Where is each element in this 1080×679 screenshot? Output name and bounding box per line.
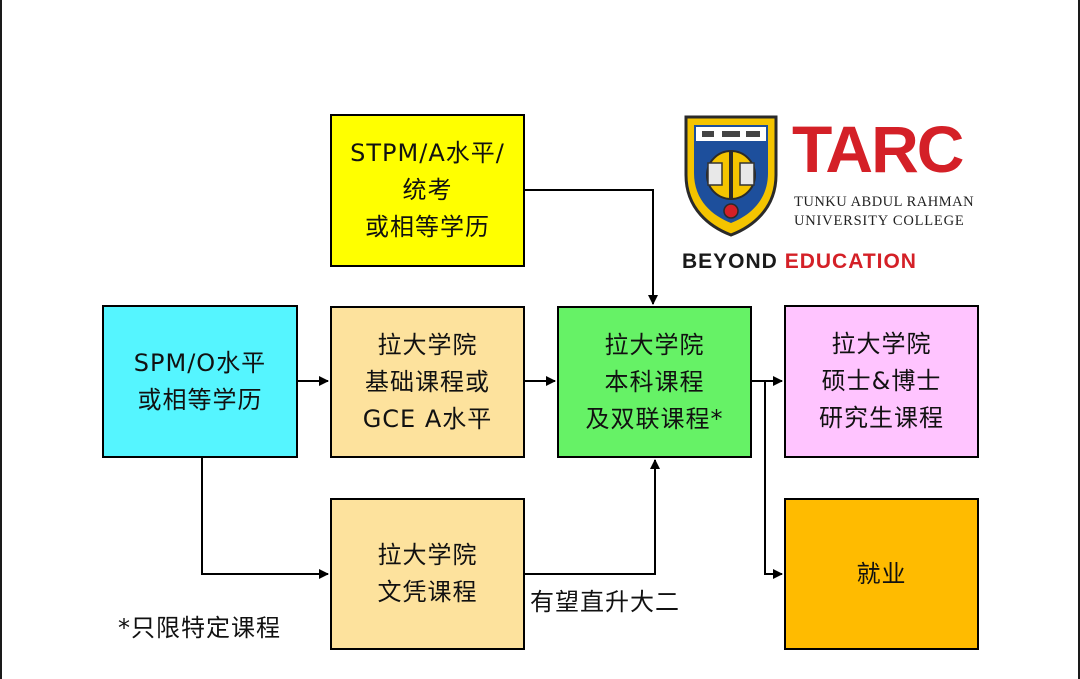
employment-box: 就业 xyxy=(784,498,979,650)
spm-line-1: SPM/O水平 xyxy=(133,348,267,377)
foundation-line-2: 基础课程或 xyxy=(365,367,490,396)
diploma-box: 拉大学院 文凭课程 xyxy=(330,498,525,650)
restricted-footnote: *只限特定课程 xyxy=(118,614,281,642)
stpm-line-3: 或相等学历 xyxy=(365,213,490,241)
direct-year2-note: 有望直升大二 xyxy=(530,588,680,616)
arrow-spm-to-diploma xyxy=(201,458,329,579)
tarc-wordmark: TARC xyxy=(792,112,964,186)
spm-box: SPM/O水平 或相等学历 xyxy=(102,305,298,458)
stpm-box: STPM/A水平/ 统考 或相等学历 xyxy=(330,114,525,267)
right-border xyxy=(1078,0,1080,679)
tarc-logo: TARC TUNKU ABDUL RAHMAN UNIVERSITY COLLE… xyxy=(682,112,982,275)
postgrad-box: 拉大学院 硕士&博士 研究生课程 xyxy=(784,305,979,458)
arrow-degree-to-employment xyxy=(764,381,783,579)
university-name-line-1: TUNKU ABDUL RAHMAN xyxy=(794,194,975,210)
degree-line-2: 本科课程 xyxy=(604,367,705,396)
degree-box: 拉大学院 本科课程 及双联课程* xyxy=(557,306,752,458)
tagline-education: EDUCATION xyxy=(784,250,917,273)
arrow-stpm-to-degree xyxy=(525,189,658,305)
employment-label: 就业 xyxy=(856,559,907,588)
arrow-diploma-to-degree xyxy=(525,459,660,575)
university-name-line-2: UNIVERSITY COLLEGE xyxy=(794,213,965,229)
foundation-line-3: GCE A水平 xyxy=(362,404,493,433)
degree-line-1: 拉大学院 xyxy=(604,330,705,359)
diploma-line-2: 文凭课程 xyxy=(377,578,478,606)
stpm-line-2: 统考 xyxy=(402,176,453,204)
postgrad-line-2: 硕士&博士 xyxy=(821,367,942,395)
spm-line-2: 或相等学历 xyxy=(137,385,263,414)
foundation-line-1: 拉大学院 xyxy=(377,330,478,359)
postgrad-line-1: 拉大学院 xyxy=(831,330,932,358)
stpm-line-1: STPM/A水平/ xyxy=(350,139,505,167)
university-crest-icon xyxy=(684,115,778,237)
postgrad-line-3: 研究生课程 xyxy=(819,404,944,432)
tagline-beyond: BEYOND xyxy=(682,250,778,273)
logo-tagline: BEYOND EDUCATION xyxy=(682,250,917,274)
foundation-box: 拉大学院 基础课程或 GCE A水平 xyxy=(330,306,525,458)
left-border xyxy=(0,0,2,679)
diploma-line-1: 拉大学院 xyxy=(377,541,478,569)
degree-line-3: 及双联课程* xyxy=(585,404,724,433)
